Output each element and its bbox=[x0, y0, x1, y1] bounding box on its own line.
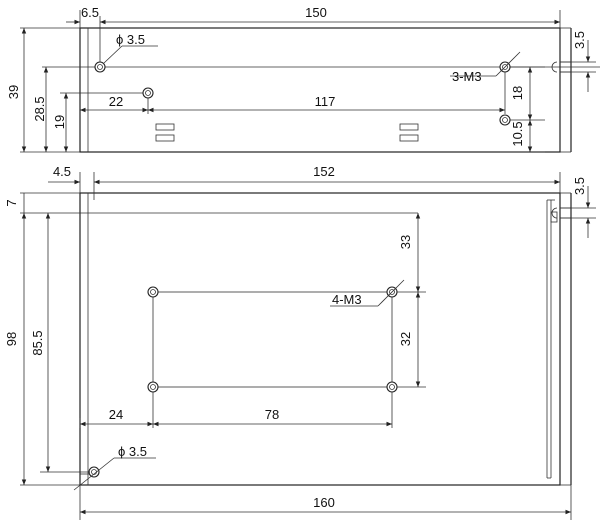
dim-22: 22 bbox=[109, 94, 123, 109]
screw-note-3-m3: 3-M3 bbox=[452, 69, 482, 84]
dim-39: 39 bbox=[6, 85, 21, 99]
side-hole-mid bbox=[142, 87, 154, 99]
leader-4-m3 bbox=[377, 279, 405, 307]
dim-28-5: 28.5 bbox=[32, 96, 47, 121]
dim-3-5-top: 3.5 bbox=[572, 31, 587, 49]
hole-dia-note-top: ϕ 3.5 bbox=[116, 32, 145, 47]
plan-hole-bottom-right-inner bbox=[389, 384, 395, 390]
leader-3-m3 bbox=[495, 51, 521, 77]
hole-dia-note-bottom: ϕ 3.5 bbox=[118, 444, 147, 459]
side-hole-left-inner bbox=[97, 64, 103, 70]
side-hole-mid-inner bbox=[145, 90, 151, 96]
dim-4-5: 4.5 bbox=[53, 164, 71, 179]
dim-33: 33 bbox=[398, 235, 413, 249]
plan-view-slot bbox=[551, 207, 571, 219]
dim-7: 7 bbox=[4, 199, 19, 206]
vent-slot-right-1 bbox=[399, 123, 419, 131]
plan-hole-top-left bbox=[147, 286, 159, 298]
plan-hole-bottom-right bbox=[386, 381, 398, 393]
dim-3-5-bottom: 3.5 bbox=[572, 177, 587, 195]
hole-pattern-rect bbox=[152, 291, 393, 388]
dim-10-5: 10.5 bbox=[510, 121, 525, 146]
dim-24: 24 bbox=[109, 407, 123, 422]
plan-view-slot-block bbox=[550, 211, 558, 223]
dim-117: 117 bbox=[315, 94, 336, 109]
vent-slot-left-2 bbox=[155, 134, 175, 142]
dim-78: 78 bbox=[265, 407, 279, 422]
side-hole-right-low bbox=[499, 114, 511, 126]
side-hole-left bbox=[94, 61, 106, 73]
plan-hole-bottom-left bbox=[147, 381, 159, 393]
side-hole-right-top-inner bbox=[502, 64, 508, 70]
side-hole-right-low-inner bbox=[502, 117, 508, 123]
side-view-outline bbox=[79, 27, 561, 153]
plan-view: 152 4.5 7 98 85.5 33 32 4-M3 bbox=[4, 164, 596, 520]
dim-19: 19 bbox=[52, 115, 67, 129]
dim-150: 150 bbox=[305, 5, 327, 20]
side-view: 150 6.5 ϕ 3.5 39 28.5 19 22 117 3-M3 18 bbox=[6, 5, 600, 153]
dim-152: 152 bbox=[313, 164, 335, 179]
vent-slot-left-1 bbox=[155, 123, 175, 131]
leader-hole-dia-top bbox=[103, 45, 123, 64]
leader-hole-dia-bottom bbox=[73, 457, 115, 491]
vent-slot-right-2 bbox=[399, 134, 419, 142]
dim-160: 160 bbox=[313, 495, 335, 510]
dim-98: 98 bbox=[4, 332, 19, 346]
screw-note-4-m3: 4-M3 bbox=[332, 292, 362, 307]
plan-hole-top-right-inner bbox=[389, 289, 395, 295]
plan-hole-corner bbox=[88, 466, 100, 478]
dim-32: 32 bbox=[398, 332, 413, 346]
dim-6-5: 6.5 bbox=[81, 5, 99, 20]
dim-18: 18 bbox=[510, 86, 525, 100]
dim-85-5: 85.5 bbox=[30, 330, 45, 355]
plan-hole-top-left-inner bbox=[150, 289, 156, 295]
plan-view-outline bbox=[79, 192, 561, 486]
plan-hole-bottom-left-inner bbox=[150, 384, 156, 390]
